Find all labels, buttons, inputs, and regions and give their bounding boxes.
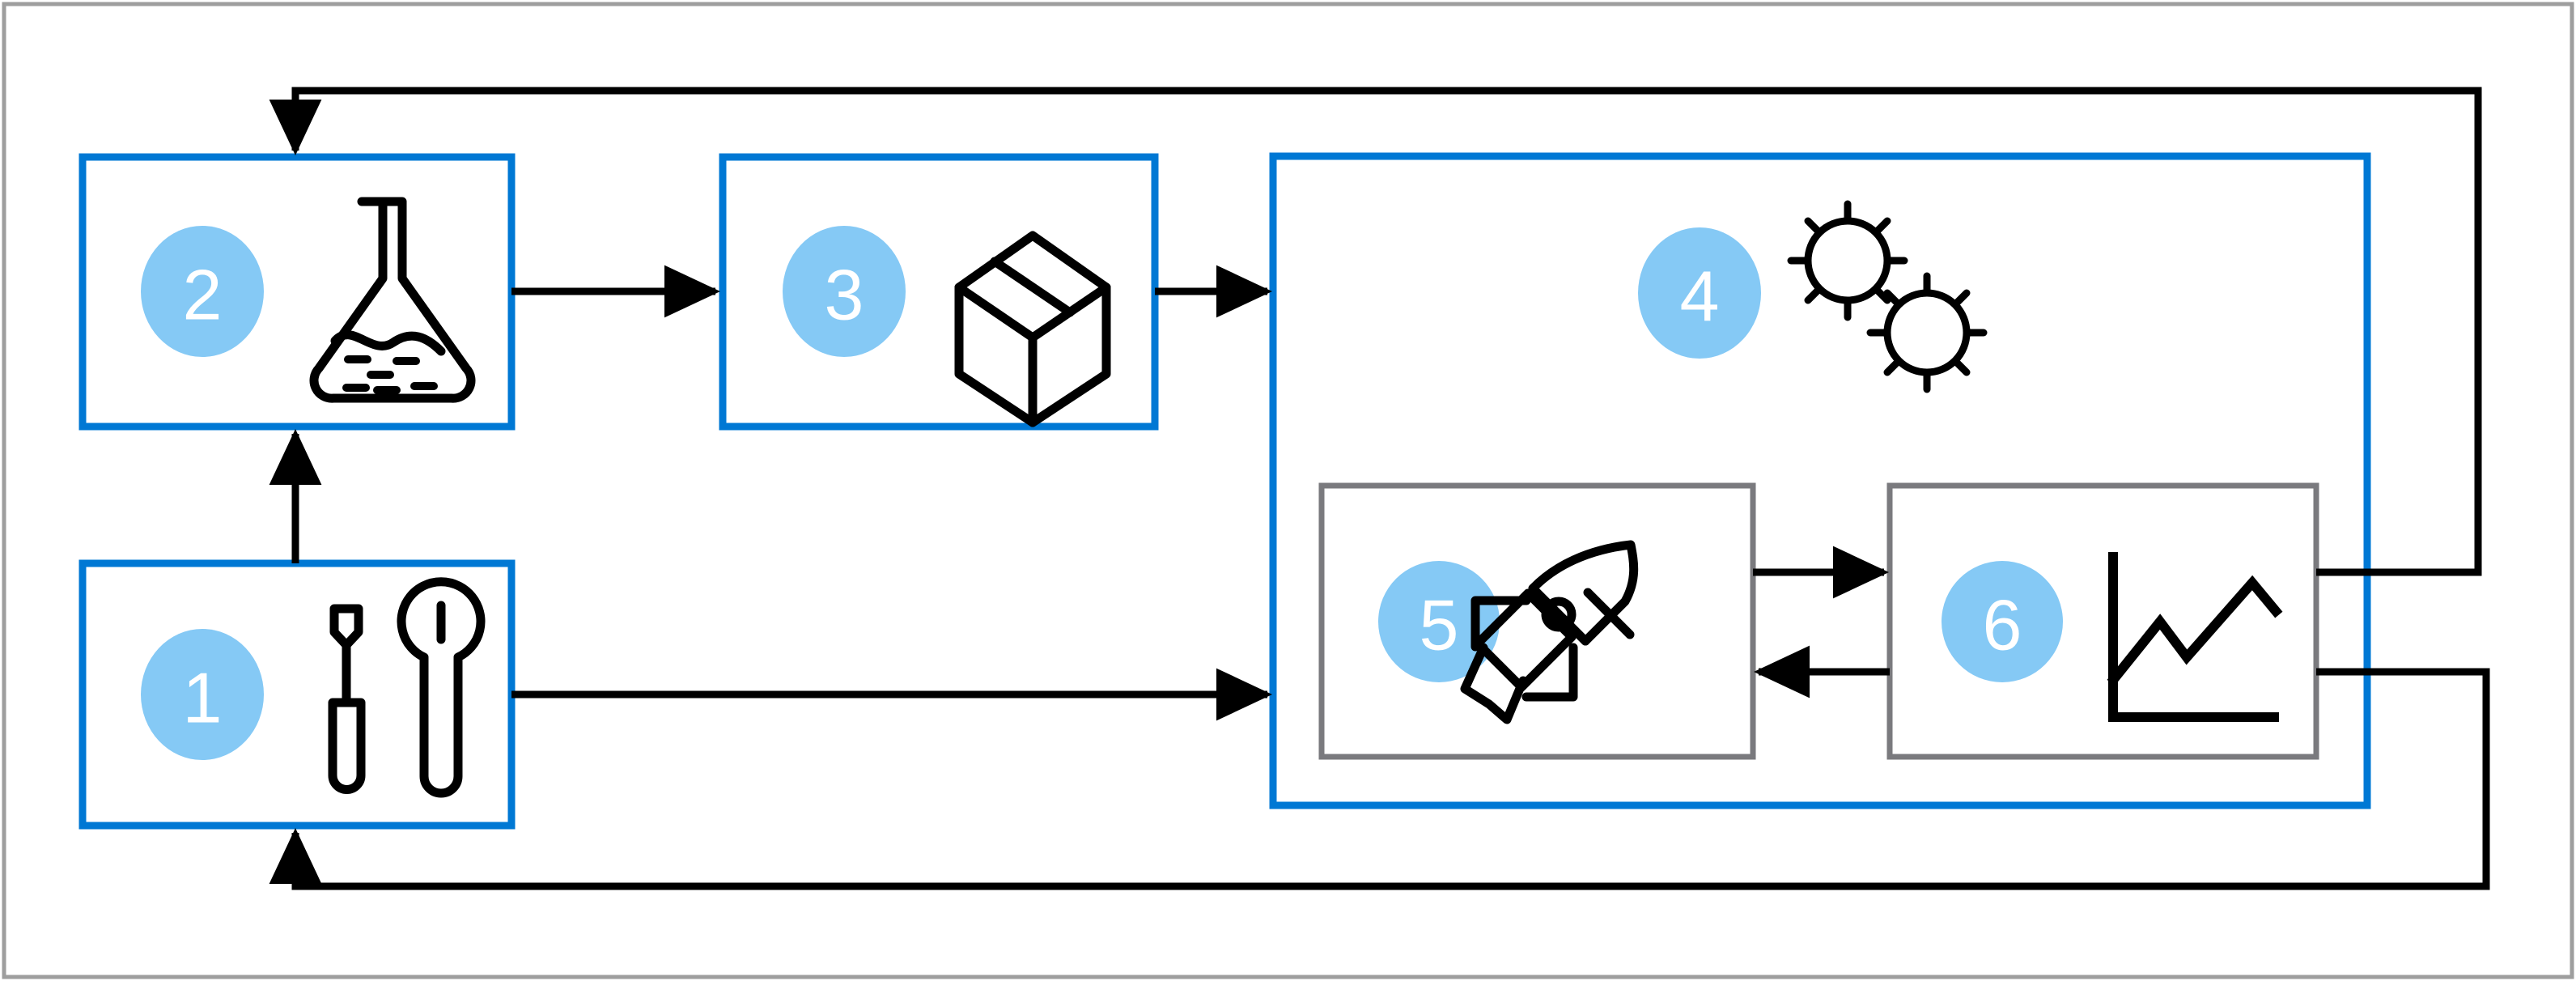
node-5-border bbox=[1318, 482, 1756, 760]
node-5[interactable]: 5 bbox=[1318, 482, 1756, 760]
node-3-badge: 3 bbox=[783, 226, 906, 357]
badge-circle bbox=[141, 629, 264, 760]
node-5-badge: 5 bbox=[1378, 561, 1500, 682]
node-4-badge-label: 4 bbox=[1680, 257, 1720, 337]
node-2-badge-label: 2 bbox=[183, 255, 223, 335]
badge-circle bbox=[141, 226, 264, 357]
node-6-badge: 6 bbox=[1942, 561, 2063, 682]
node-1-badge: 1 bbox=[141, 629, 264, 760]
tools-icon bbox=[328, 577, 486, 798]
node-6-border bbox=[1886, 482, 2319, 760]
rocket-icon bbox=[1460, 540, 1639, 724]
conn-6-to-1-feedback bbox=[269, 668, 2490, 890]
node-1-badge-label: 1 bbox=[183, 658, 223, 738]
line-chart-icon bbox=[2107, 552, 2283, 722]
node-2[interactable]: 2 bbox=[79, 153, 516, 431]
badge-circle bbox=[1638, 227, 1761, 359]
node-2-badge: 2 bbox=[141, 226, 264, 357]
node-6[interactable]: 6 bbox=[1886, 482, 2319, 760]
microbes-icon bbox=[1787, 200, 1988, 393]
badge-circle bbox=[1378, 561, 1500, 682]
conn-6-to-2-feedback bbox=[269, 87, 2482, 576]
connectors bbox=[269, 87, 2490, 890]
package-box-icon bbox=[954, 231, 1111, 427]
node-3-badge-label: 3 bbox=[825, 255, 864, 335]
node-6-badge-label: 6 bbox=[1983, 585, 2022, 665]
node-4[interactable]: 4 bbox=[1269, 152, 2371, 809]
node-5-badge-label: 5 bbox=[1420, 585, 1459, 665]
node-4-badge: 4 bbox=[1638, 227, 1761, 359]
flask-icon bbox=[309, 197, 476, 403]
node-4-border bbox=[1269, 152, 2371, 809]
badge-circle bbox=[783, 226, 906, 357]
badge-circle bbox=[1942, 561, 2063, 682]
